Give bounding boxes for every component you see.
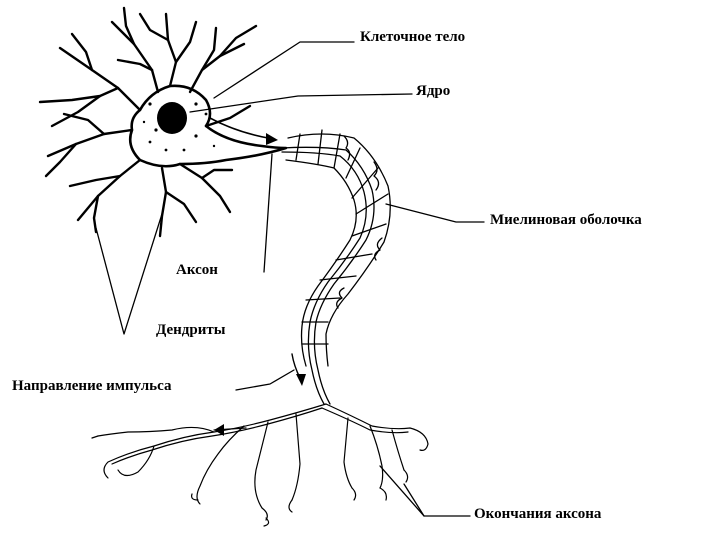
- axon-terminals-drawing: [91, 403, 429, 527]
- terminal-arrowhead: [214, 424, 224, 436]
- label-axon-terminals: Окончания аксона: [474, 506, 602, 522]
- cell-body-outline: [128, 84, 288, 168]
- label-axon: Аксон: [176, 262, 218, 278]
- label-dendrites: Дендриты: [156, 322, 226, 338]
- organelle-dots: [142, 102, 216, 152]
- label-impulse-direction: Направление импульса: [12, 378, 172, 394]
- dendrites-drawing: [38, 6, 258, 238]
- nucleus-shape: [157, 102, 187, 134]
- hillock-arrowhead: [266, 133, 278, 145]
- axon-drawing: [281, 129, 391, 405]
- leader-lines: [95, 41, 485, 517]
- label-myelin-sheath: Миелиновая оболочка: [490, 212, 642, 228]
- impulse-arrowhead: [296, 374, 306, 386]
- label-cell-body: Клеточное тело: [360, 29, 466, 45]
- hillock-arrow: [209, 117, 269, 139]
- label-nucleus: Ядро: [416, 83, 451, 99]
